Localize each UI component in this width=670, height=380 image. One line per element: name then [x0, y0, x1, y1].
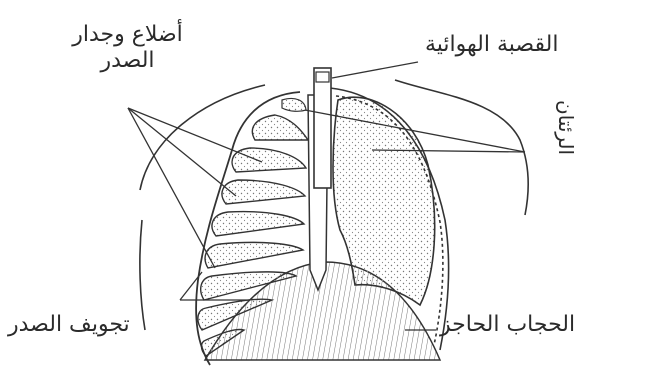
label-chest-cavity: تجويف الصدر	[8, 312, 130, 338]
label-diaphragm: الحجاب الحاجز	[440, 312, 575, 338]
label-ribs-line-2: الصدر	[40, 48, 215, 74]
trachea	[314, 68, 331, 188]
label-ribs-chest-wall: أضلاع وجدار الصدر	[40, 22, 215, 75]
label-ribs-line-1: أضلاع وجدار	[40, 22, 215, 48]
leader-trachea	[332, 62, 418, 78]
leader-cavity-tick	[180, 272, 202, 300]
leader-ribs-2	[128, 108, 236, 196]
label-trachea: القصبة الهوائية	[425, 32, 558, 58]
lung-left-apex	[282, 98, 306, 111]
label-lungs: الرئتان	[548, 100, 578, 155]
leader-ribs-1	[128, 108, 262, 162]
